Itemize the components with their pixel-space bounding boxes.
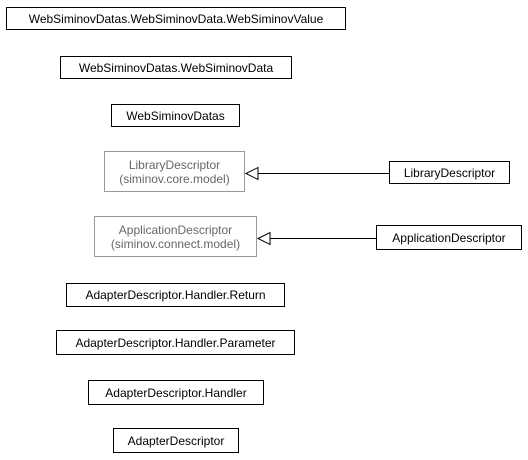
class-node-websiminovdata[interactable]: WebSiminovDatas.WebSiminovData <box>60 56 292 79</box>
class-node-applicationdescriptor-base[interactable]: ApplicationDescriptor (siminov.connect.m… <box>94 216 257 257</box>
class-node-label: AdapterDescriptor.Handler.Return <box>85 288 266 302</box>
class-node-label: AdapterDescriptor <box>127 433 225 448</box>
class-node-handler[interactable]: AdapterDescriptor.Handler <box>88 380 264 405</box>
class-node-websiminovdatas[interactable]: WebSiminovDatas <box>111 104 240 127</box>
class-node-handler-return[interactable]: AdapterDescriptor.Handler.Return <box>66 283 285 307</box>
inheritance-arrowhead <box>244 166 259 181</box>
class-node-handler-parameter[interactable]: AdapterDescriptor.Handler.Parameter <box>56 330 295 355</box>
class-node-label: WebSiminovDatas.WebSiminovData <box>78 60 274 75</box>
class-node-label: LibraryDescriptor <box>128 157 221 172</box>
class-node-label: LibraryDescriptor <box>403 165 496 180</box>
inheritance-edge-applicationdescriptor <box>256 231 376 246</box>
class-node-label: WebSiminovDatas.WebSiminovData.WebSimino… <box>28 11 324 26</box>
inheritance-arrowhead <box>256 231 271 246</box>
class-node-librarydescriptor-base[interactable]: LibraryDescriptor (siminov.core.model) <box>104 151 245 192</box>
class-node-package: (siminov.connect.model) <box>110 236 241 251</box>
class-node-websiminovvalue[interactable]: WebSiminovDatas.WebSiminovData.WebSimino… <box>6 7 346 30</box>
inheritance-edge-librarydescriptor <box>244 166 389 181</box>
class-node-label: WebSiminovDatas <box>126 108 225 123</box>
class-node-label: ApplicationDescriptor <box>392 230 506 245</box>
class-node-label: ApplicationDescriptor <box>118 222 233 237</box>
class-node-package: (siminov.core.model) <box>119 171 230 186</box>
class-node-applicationdescriptor[interactable]: ApplicationDescriptor <box>376 225 522 250</box>
class-node-label: AdapterDescriptor.Handler.Parameter <box>75 335 276 350</box>
class-node-adapterdescriptor[interactable]: AdapterDescriptor <box>113 428 239 453</box>
class-node-label: AdapterDescriptor.Handler <box>105 385 247 400</box>
class-node-librarydescriptor[interactable]: LibraryDescriptor <box>389 161 510 184</box>
